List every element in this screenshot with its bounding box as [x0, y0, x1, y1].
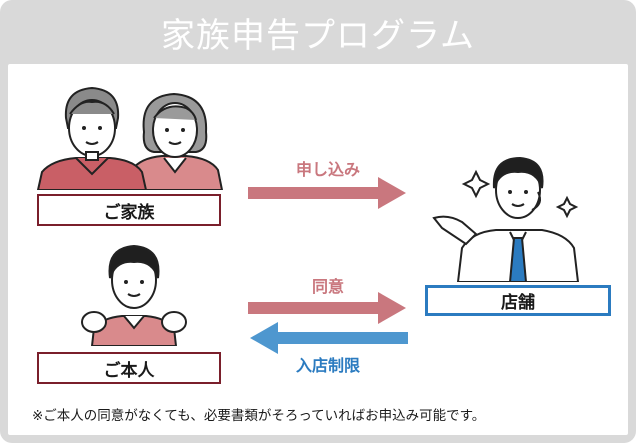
self-label: ご本人 — [37, 352, 221, 384]
mother-figure — [126, 92, 224, 190]
restriction-arrow-label: 入店制限 — [295, 356, 360, 375]
consent-arrow-label: 同意 — [311, 277, 344, 296]
self-label-text: ご本人 — [103, 360, 155, 381]
family-illustration — [36, 86, 224, 190]
restriction-arrow — [250, 322, 408, 354]
family-label: ご家族 — [37, 194, 221, 226]
self-illustration — [81, 244, 187, 346]
store-label: 店舗 — [425, 285, 611, 316]
sparkle-icon — [555, 195, 579, 219]
sparkle-icon — [461, 169, 491, 199]
diagram-title: 家族申告プログラム — [161, 15, 475, 56]
apply-arrow-label: 申し込み — [295, 160, 360, 179]
apply-arrow — [248, 177, 406, 209]
family-label-text: ご家族 — [103, 202, 155, 223]
headset — [531, 191, 541, 211]
footnote: ※ご本人の同意がなくても、必要書類がそろっていればお申込み可能です。 — [32, 408, 486, 424]
necktie — [508, 237, 528, 282]
consent-arrow — [248, 292, 406, 324]
father-figure — [36, 86, 148, 190]
header: 家族申告プログラム — [0, 0, 636, 64]
store-staff-illustration — [432, 156, 580, 282]
store-label-text: 店舗 — [501, 293, 535, 313]
